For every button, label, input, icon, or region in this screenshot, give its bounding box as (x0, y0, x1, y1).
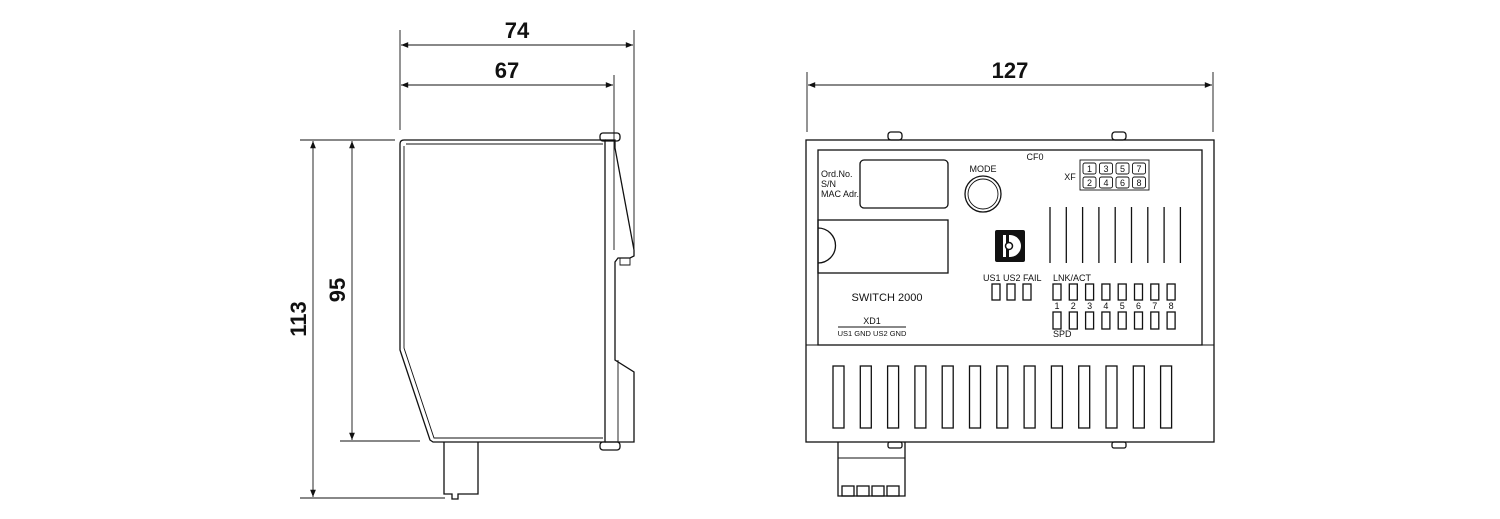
led-lnk-act (1150, 283, 1160, 301)
vent-slot (1023, 365, 1036, 429)
xd1-connector (837, 442, 906, 497)
led-spd (1133, 311, 1144, 330)
led-lnk-act (1133, 283, 1144, 301)
led-fail (1022, 283, 1032, 301)
led-lnk-act (1166, 283, 1176, 301)
vent-slot (1159, 365, 1173, 429)
led-spd (1084, 311, 1095, 330)
xf-port-number: 4 (1103, 178, 1108, 188)
vent-slot (1050, 365, 1064, 429)
xf-port-number: 1 (1087, 164, 1092, 174)
vent-slot (941, 365, 954, 429)
vent-slot (1105, 365, 1118, 429)
vent-slot (968, 365, 982, 429)
xf-port-number: 8 (1136, 178, 1141, 188)
port-number: 1 (1054, 301, 1059, 311)
port-number: 3 (1087, 301, 1092, 311)
spd-label: SPD (1053, 329, 1072, 339)
port-number: 4 (1103, 301, 1108, 311)
xf-port-number: 3 (1103, 164, 1108, 174)
port-number: 8 (1169, 301, 1174, 311)
dim-95: 95 (325, 278, 350, 302)
side-view: 74 67 113 95 (286, 18, 635, 500)
led-lnk-act (1084, 283, 1095, 301)
logo-icon (995, 230, 1025, 262)
marking-field (817, 219, 949, 274)
led-spd (1101, 311, 1111, 330)
xf-port (1099, 176, 1113, 189)
label-field (859, 159, 949, 209)
vent-slot (1078, 365, 1091, 429)
product-name: SWITCH 2000 (852, 292, 923, 304)
din-rail-clip (605, 139, 635, 443)
xf-port-number: 6 (1120, 178, 1125, 188)
mode-label: MODE (970, 164, 997, 174)
lnk-act-label: LNK/ACT (1053, 273, 1092, 283)
vent-slot (832, 365, 845, 429)
port-number: 7 (1152, 301, 1157, 311)
xf-port (1082, 162, 1097, 175)
led-spd (1166, 311, 1176, 330)
mac-label: MAC Adr. (821, 189, 859, 199)
led-spd (1150, 311, 1160, 330)
dim-74: 74 (505, 18, 530, 43)
sn-label: S/N (821, 179, 836, 189)
xf-connector (1079, 159, 1150, 191)
dim-67: 67 (495, 58, 519, 83)
led-lnk-act (1068, 283, 1078, 301)
led-lnk-act (1117, 283, 1127, 301)
mode-button[interactable] (964, 175, 1002, 213)
xf-port (1115, 176, 1130, 189)
vent-slot (996, 365, 1009, 429)
vent-slot (1132, 365, 1145, 429)
vent-slot (859, 365, 872, 429)
port-number: 5 (1120, 301, 1125, 311)
xf-port (1099, 162, 1113, 175)
cf0-label: CF0 (1026, 152, 1043, 162)
xf-port (1082, 176, 1097, 189)
xf-label: XF (1064, 172, 1076, 182)
dim-127: 127 (992, 58, 1029, 83)
xf-port-number: 2 (1087, 178, 1092, 188)
vent-slot (886, 365, 900, 429)
xf-port (1132, 162, 1146, 175)
led-lnk-act (1101, 283, 1111, 301)
xf-port-number: 7 (1136, 164, 1141, 174)
led-lnk-act (1052, 283, 1062, 301)
led-us2 (1006, 283, 1016, 301)
xd1-pins-label: US1 GND US2 GND (838, 329, 907, 338)
port-number: 6 (1136, 301, 1141, 311)
side-connector (443, 442, 479, 500)
front-housing (805, 139, 1215, 443)
xf-port (1115, 162, 1130, 175)
xf-port-number: 5 (1120, 164, 1125, 174)
vent-slot (914, 365, 927, 429)
ord-no-label: Ord.No. (821, 169, 853, 179)
led-spd (1052, 311, 1062, 330)
xf-port (1132, 176, 1146, 189)
led-spd (1117, 311, 1127, 330)
led-spd (1068, 311, 1078, 330)
side-housing (399, 139, 606, 443)
port-number: 2 (1071, 301, 1076, 311)
dim-113: 113 (286, 301, 311, 337)
ventilation-slots (832, 365, 1173, 429)
xd1-label: XD1 (863, 316, 881, 326)
status-led-labels: US1 US2 FAIL (983, 273, 1042, 283)
led-us1 (991, 283, 1001, 301)
